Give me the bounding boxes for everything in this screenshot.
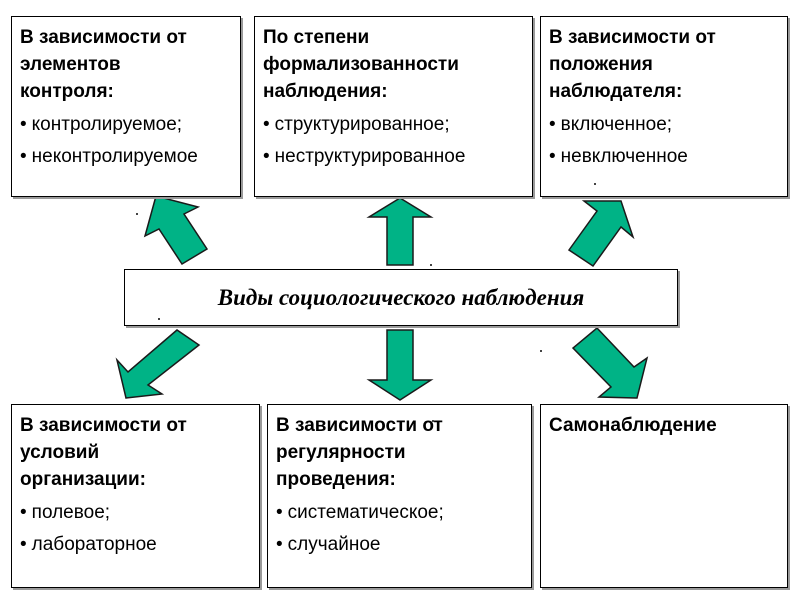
box-list: структурированное; неструктурированное [263, 109, 524, 173]
arrow-to-top-left [143, 195, 209, 266]
box-self-observation: Самонаблюдение [540, 404, 788, 588]
list-item: невключенное [549, 141, 779, 173]
box-title-line: наблюдения: [263, 81, 388, 102]
box-list: полевое; лабораторное [20, 497, 251, 561]
box-title-line: По степени [263, 27, 370, 48]
box-title-line: В зависимости от [20, 415, 187, 436]
list-item: структурированное; [263, 109, 524, 141]
box-title-line: контроля: [20, 81, 114, 102]
arrow-to-bottom-middle [366, 329, 434, 401]
box-title-line: В зависимости от [20, 27, 187, 48]
box-title-line: условий [20, 442, 100, 463]
list-item: систематическое; [276, 497, 523, 529]
list-item: случайное [276, 529, 523, 561]
arrow-to-bottom-left [115, 329, 201, 399]
box-title-line: В зависимости от [276, 415, 443, 436]
box-title-line: В зависимости от [549, 27, 716, 48]
box-title-line: элементов [20, 54, 121, 75]
box-list: включенное; невключенное [549, 109, 779, 173]
box-title-line: положения [549, 54, 653, 75]
box-list: контролируемое; неконтролируемое [20, 109, 232, 173]
list-item: полевое; [20, 497, 251, 529]
decorative-dot [594, 183, 596, 185]
arrow-to-top-right [567, 200, 635, 268]
decorative-dot [540, 350, 542, 352]
center-title-box: Виды социологического наблюдения [124, 269, 678, 326]
center-title: Виды социологического наблюдения [217, 284, 585, 310]
box-title-line: Самонаблюдение [549, 415, 717, 436]
box-title-line: наблюдателя: [549, 81, 683, 102]
box-title-line: регулярности [276, 442, 406, 463]
list-item: лабораторное [20, 529, 251, 561]
list-item: включенное; [549, 109, 779, 141]
list-item: контролируемое; [20, 109, 232, 141]
decorative-dot [430, 264, 432, 266]
decorative-dot [158, 318, 160, 320]
list-item: неконтролируемое [20, 141, 232, 173]
box-observer-position: В зависимости от положения наблюдателя: … [540, 16, 788, 197]
arrow-to-bottom-right [571, 326, 649, 399]
box-control-elements: В зависимости от элементов контроля: кон… [11, 16, 241, 197]
box-title-line: проведения: [276, 469, 396, 490]
decorative-dot [432, 420, 434, 422]
box-list: систематическое; случайное [276, 497, 523, 561]
box-title-line: организации: [20, 469, 146, 490]
box-formalization: По степени формализованности наблюдения:… [254, 16, 533, 197]
box-regularity: В зависимости от регулярности проведения… [267, 404, 532, 588]
decorative-dot [136, 213, 138, 215]
list-item: неструктурированное [263, 141, 524, 173]
box-organization-conditions: В зависимости от условий организации: по… [11, 404, 260, 588]
box-title-line: формализованности [263, 54, 459, 75]
arrow-to-top-middle [366, 197, 434, 266]
